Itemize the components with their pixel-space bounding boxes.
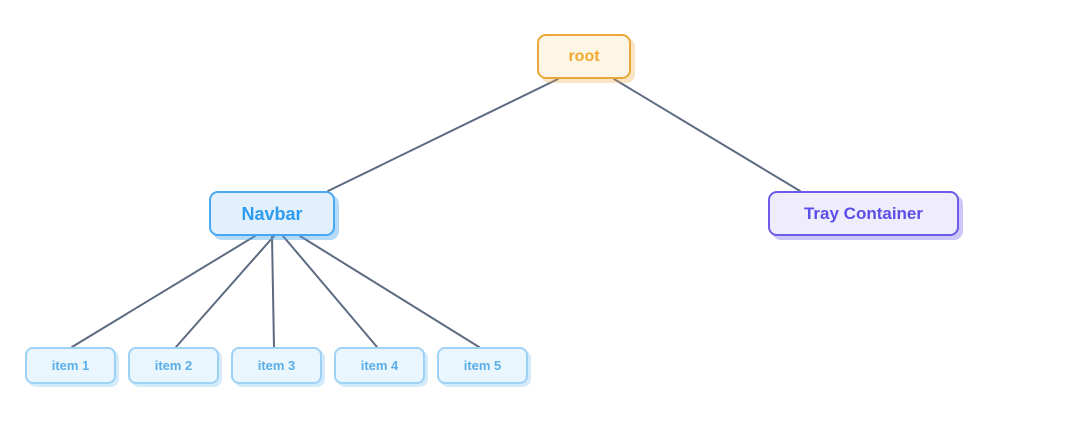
edge-navbar-item-1 <box>71 235 256 348</box>
node-tray-container-label: Tray Container <box>803 204 924 223</box>
edge-navbar-item-5 <box>299 235 480 348</box>
node-item-1-label: item 1 <box>51 358 90 373</box>
edge-navbar-item-2 <box>175 235 275 348</box>
node-item-3-label: item 3 <box>257 358 296 373</box>
node-item-5[interactable]: item 5 <box>437 347 528 384</box>
edges-group <box>71 78 801 348</box>
node-root-label: root <box>568 47 600 65</box>
node-item-4[interactable]: item 4 <box>334 347 425 384</box>
edge-navbar-item-4 <box>282 235 378 348</box>
node-item-2[interactable]: item 2 <box>128 347 219 384</box>
node-navbar-label: Navbar <box>241 203 303 224</box>
node-tray-container[interactable]: Tray Container <box>768 191 959 236</box>
node-item-1[interactable]: item 1 <box>25 347 116 384</box>
edge-root-navbar <box>327 78 559 192</box>
node-item-3[interactable]: item 3 <box>231 347 322 384</box>
node-item-4-label: item 4 <box>360 358 399 373</box>
node-item-2-label: item 2 <box>154 358 193 373</box>
edge-navbar-item-3 <box>271 235 275 348</box>
edge-root-tray-container <box>613 78 801 192</box>
node-item-5-label: item 5 <box>463 358 502 373</box>
node-navbar[interactable]: Navbar <box>209 191 335 236</box>
node-root[interactable]: root <box>537 34 631 79</box>
